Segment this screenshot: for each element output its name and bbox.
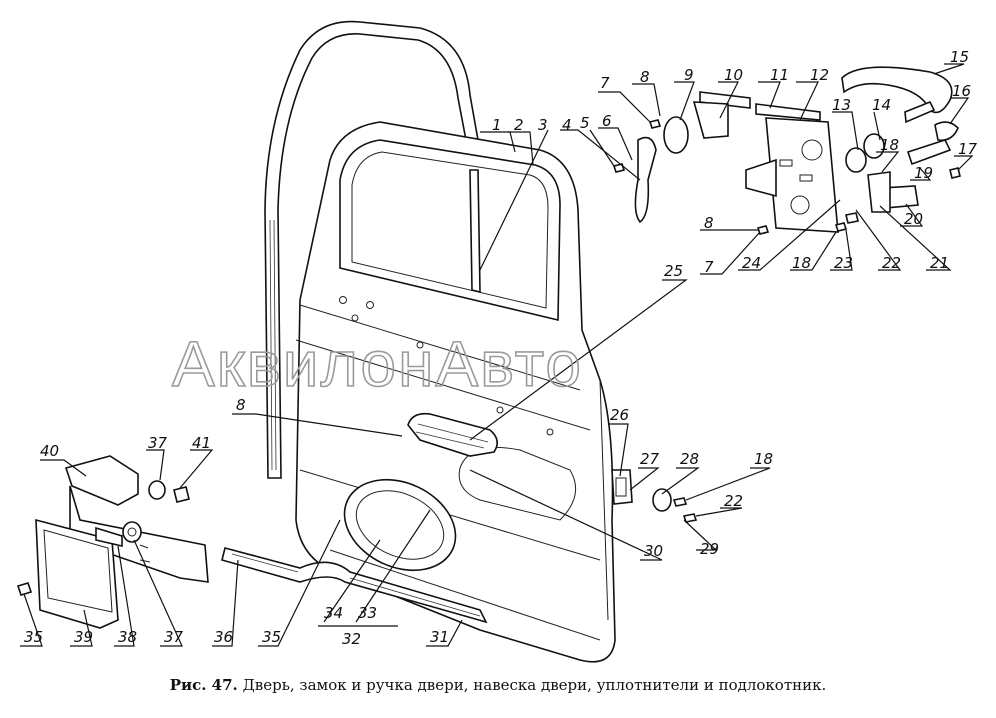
callout-38: 38 [118,628,137,646]
callout-7-top: 7 [600,74,610,92]
callout-30: 30 [644,542,663,560]
callout-10: 10 [724,66,743,84]
callout-7-mid: 7 [704,258,714,276]
callout-18-low: 18 [754,450,773,468]
callout-13: 13 [832,96,851,114]
figure-caption: Рис. 47. Дверь, замок и ручка двери, нав… [0,676,996,694]
callout-4: 4 [562,116,572,134]
callout-22-top: 22 [882,254,901,272]
callout-28: 28 [680,450,699,468]
callout-6: 6 [602,112,612,130]
callout-numbers: 1 2 3 4 5 6 7 8 9 10 11 12 13 14 15 16 1… [24,48,978,648]
callout-37-top: 37 [148,434,168,452]
watermark-text: АквилонАвто [172,328,583,400]
callout-32: 32 [342,630,361,648]
callout-18-mid: 18 [792,254,811,272]
callout-40: 40 [40,442,59,460]
figure-caption-text: Дверь, замок и ручка двери, навеска двер… [242,676,827,694]
callout-3: 3 [538,116,548,134]
callout-9: 9 [684,66,694,84]
callout-35-right: 35 [262,628,281,646]
callout-23: 23 [834,254,853,272]
callout-16: 16 [952,82,971,100]
bottom-seal [221,547,488,624]
callout-1: 1 [492,116,502,134]
callout-31: 31 [430,628,449,646]
callout-20: 20 [904,210,923,228]
callout-12: 12 [810,66,829,84]
lock-assembly [612,66,961,235]
callout-24: 24 [742,254,761,272]
callout-5: 5 [580,114,590,132]
callout-39: 39 [74,628,93,646]
callout-27: 27 [640,450,660,468]
callout-19: 19 [914,164,933,182]
callout-33: 33 [358,604,377,622]
callout-15: 15 [950,48,969,66]
callout-11: 11 [770,66,789,84]
callout-25: 25 [664,262,683,280]
callout-22-low: 22 [724,492,743,510]
figure-number: Рис. 47. [169,676,238,694]
callout-2: 2 [514,116,524,134]
armrest [407,412,498,457]
oval-seal [343,478,457,572]
hinge-detail [611,469,698,523]
callout-14: 14 [872,96,891,114]
callout-41: 41 [192,434,211,452]
callout-8-mid: 8 [704,214,714,232]
callout-18-right: 18 [880,136,899,154]
callout-29: 29 [700,540,719,558]
callout-26: 26 [610,406,629,424]
callout-37-bottom: 37 [164,628,184,646]
door-check-bracket [16,455,209,629]
leader-lines [20,63,974,647]
callout-17: 17 [958,140,978,158]
callout-8-low: 8 [236,396,246,414]
callout-35-left: 35 [24,628,43,646]
callout-8-top: 8 [640,68,650,86]
callout-36: 36 [214,628,233,646]
callout-34: 34 [324,604,343,622]
callout-21: 21 [930,254,949,272]
